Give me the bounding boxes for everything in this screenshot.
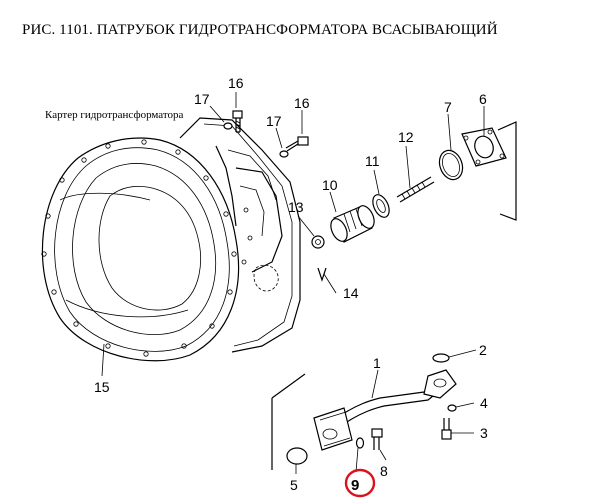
part-14-pin <box>317 267 327 282</box>
part-5-o-ring <box>286 447 308 465</box>
callout-14: 14 <box>343 285 359 301</box>
part-11-ring <box>372 194 390 218</box>
callout-4: 4 <box>480 395 488 411</box>
callout-6: 6 <box>479 91 487 107</box>
washer-17-right <box>279 150 289 158</box>
callout-15: 15 <box>94 379 110 395</box>
part-1-suction-pipe <box>271 369 457 470</box>
washer-17-left <box>223 122 233 130</box>
callout-7: 7 <box>444 99 452 115</box>
callout-2: 2 <box>479 342 487 358</box>
part-6-cover <box>461 121 517 221</box>
part-3-bolt <box>441 418 452 440</box>
part-10-strainer <box>330 205 375 243</box>
callout-3: 3 <box>480 425 488 441</box>
part-8-bolt <box>371 428 383 450</box>
converter-housing <box>41 117 301 362</box>
part-4-washer <box>447 404 457 412</box>
part-12-stud <box>396 176 435 203</box>
leader-lines <box>101 92 485 474</box>
callout-8: 8 <box>380 463 388 479</box>
housing-label: Картер гидротрансформатора <box>45 109 184 121</box>
bolt-16-right <box>285 136 309 152</box>
callout-13: 13 <box>288 199 304 215</box>
callout-5: 5 <box>290 477 298 493</box>
part-2-o-ring <box>432 353 450 363</box>
part-13-gear <box>311 235 325 249</box>
callout-17a: 17 <box>194 91 210 107</box>
callout-10: 10 <box>322 177 338 193</box>
callout-16b: 16 <box>294 95 310 111</box>
callout-17b: 17 <box>266 113 282 129</box>
callout-9: 9 <box>351 477 359 494</box>
callout-16a: 16 <box>228 75 244 91</box>
callout-12: 12 <box>398 129 414 145</box>
figure-title: РИС. 1101. ПАТРУБОК ГИДРОТРАНСФОРМАТОРА … <box>22 22 498 38</box>
highlight-circle-part-9 <box>344 468 376 498</box>
callout-1: 1 <box>373 355 381 371</box>
part-9-washer <box>355 437 365 449</box>
callout-labels: 16 17 16 17 7 6 12 11 10 13 14 15 1 2 4 … <box>94 75 488 494</box>
part-7-o-ring <box>438 149 464 181</box>
bolt-16-upper <box>232 110 243 133</box>
callout-11: 11 <box>365 153 380 169</box>
